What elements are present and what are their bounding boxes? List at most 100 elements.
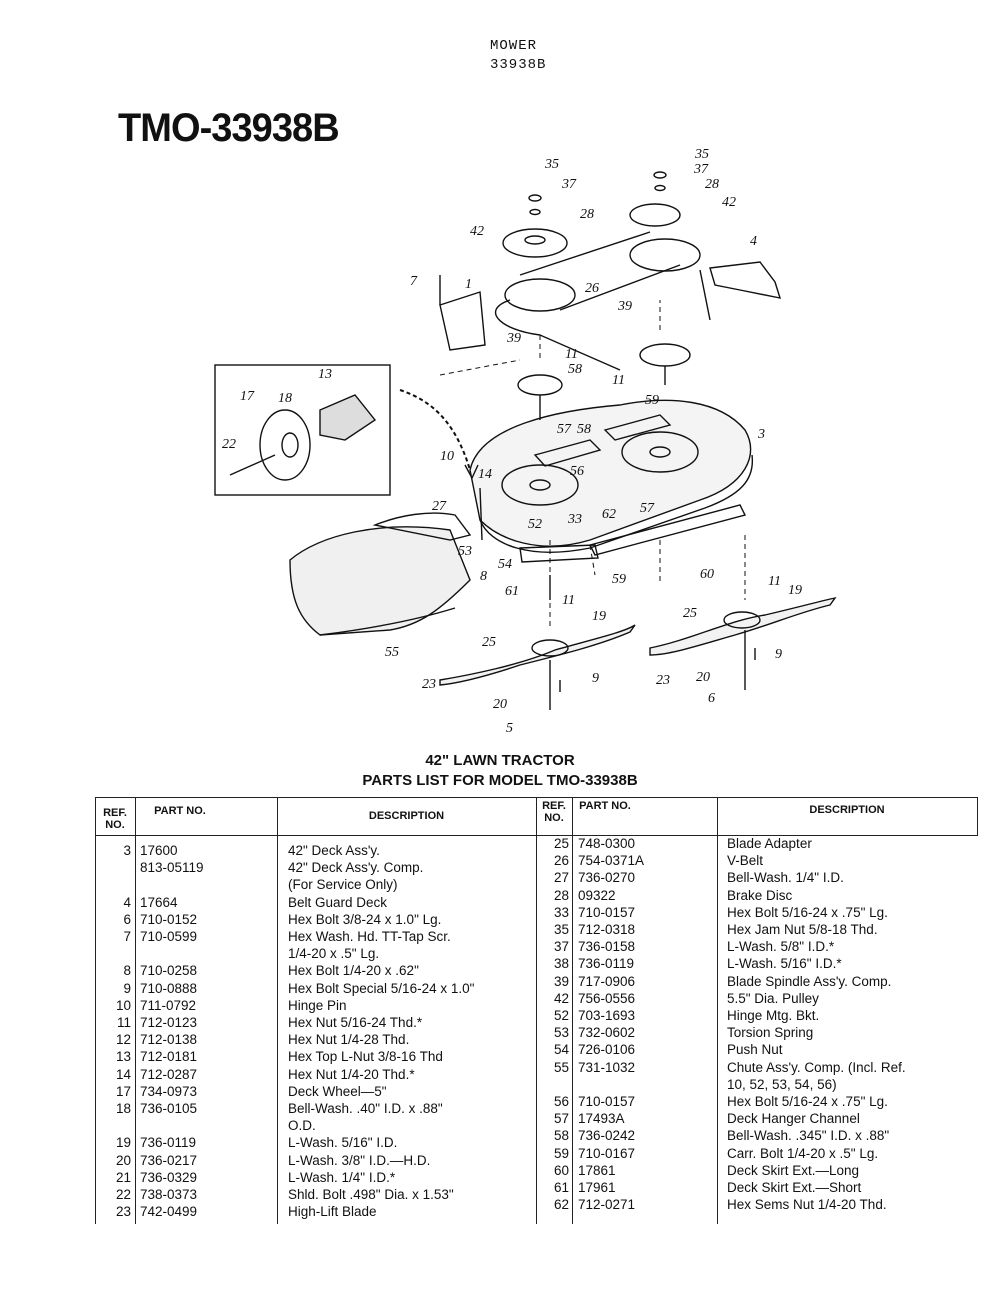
description-cell: Hex Jam Nut 5/8-18 Thd.	[727, 922, 878, 937]
description-cell: Hex Bolt Special 5/16-24 x 1.0"	[288, 980, 475, 996]
description-cell: Deck Skirt Ext.—Short	[727, 1180, 862, 1195]
callout-59-top: 59	[645, 393, 659, 408]
ref-cell: 7	[123, 929, 131, 944]
part-number-cell: 734-0973	[140, 1083, 198, 1099]
description-cell: Hex Nut 1/4-28 Thd.	[288, 1032, 410, 1048]
ref-cell: 17	[115, 1083, 131, 1099]
part-number-cell: 736-0329	[140, 1169, 198, 1185]
table-title-2: PARTS LIST FOR MODEL TMO-33938B	[362, 772, 638, 789]
callout-39-left: 39	[506, 331, 521, 346]
deck-wheel	[259, 409, 311, 481]
description-cell: Hex Bolt 5/16-24 x .75" Lg.	[727, 904, 888, 920]
callout-62: 62	[602, 507, 616, 522]
part-number-cell: 712-0138	[140, 1032, 198, 1048]
callout-11-top: 11	[565, 347, 578, 362]
description-cell: Deck Wheel—5"	[288, 1083, 387, 1099]
callout-14: 14	[478, 467, 492, 482]
callout-3: 3	[757, 427, 765, 442]
callout-26: 26	[585, 281, 599, 296]
left-upper-pulley	[502, 228, 568, 258]
ref-cell: 61	[553, 1180, 569, 1195]
ref-cell: 14	[115, 1066, 131, 1082]
description-cell: High-Lift Blade	[288, 1204, 377, 1220]
description-cell: L-Wash. 5/8" I.D.*	[727, 939, 835, 955]
callout-53: 53	[458, 544, 472, 559]
description-cell: Belt Guard Deck	[288, 894, 388, 910]
ref-cell: 27	[553, 870, 569, 886]
header-line-2: 33938B	[490, 57, 547, 73]
callout-8: 8	[480, 569, 487, 584]
callout-28: 28	[580, 207, 594, 222]
description-cell: Bell-Wash. .345" I.D. x .88"	[727, 1128, 890, 1144]
callout-57-bottom: 57	[640, 501, 655, 516]
deck-left-spindle-area	[501, 464, 579, 506]
description-cell: 5.5" Dia. Pulley	[727, 990, 819, 1006]
part-number-cell: 09322	[578, 887, 616, 903]
col-header-part-left: PART NO.	[154, 805, 206, 817]
part-number-cell: 732-0602	[578, 1025, 636, 1041]
callout-35: 35	[544, 157, 559, 172]
table-row: 1/4-20 x .5" Lg.	[95, 945, 978, 962]
part-number-cell: 712-0123	[140, 1015, 198, 1030]
callout-17: 17	[240, 389, 255, 404]
header-line-1: MOWER	[490, 38, 538, 54]
description-cell: Blade Adapter	[727, 836, 812, 851]
callout-19-left: 19	[592, 609, 606, 624]
callout-5: 5	[506, 721, 513, 736]
description-cell: Hex Nut 1/4-20 Thd.*	[288, 1066, 415, 1082]
description-cell: 42" Deck Ass'y.	[288, 843, 380, 858]
deck-right-spindle-area	[621, 431, 699, 473]
part-number-cell: 748-0300	[578, 836, 636, 851]
col-header-ref-right: REF. NO.	[542, 800, 566, 824]
callout-35-right: 35	[694, 147, 709, 162]
callout-11-lower: 11	[562, 593, 575, 608]
right-lower-pulley	[629, 238, 701, 272]
ref-cell: 11	[116, 1015, 131, 1030]
deck-skirt-short	[519, 544, 599, 563]
callout-13: 13	[318, 367, 332, 382]
col-header-part-right: PART NO.	[579, 800, 631, 812]
callout-57-top: 57	[557, 422, 572, 437]
ref-cell: 18	[115, 1101, 131, 1116]
callout-58-mid: 58	[577, 422, 591, 437]
description-cell: O.D.	[288, 1118, 316, 1134]
callout-11-right: 11	[768, 574, 781, 589]
description-cell: L-Wash. 5/16" I.D.	[288, 1135, 398, 1151]
ref-cell: 13	[115, 1049, 131, 1065]
left-lower-pulley	[504, 278, 576, 312]
callout-19-right: 19	[788, 583, 802, 598]
description-cell: 1/4-20 x .5" Lg.	[288, 946, 380, 962]
table-title-1: 42" LAWN TRACTOR	[425, 752, 575, 769]
callout-56: 56	[570, 464, 584, 479]
part-number-cell: 710-0167	[578, 1145, 636, 1161]
callout-60: 60	[700, 567, 714, 582]
mower-deck-housing	[469, 399, 752, 547]
ref-cell: 39	[553, 973, 569, 989]
callout-23-left: 23	[422, 677, 436, 692]
description-cell: Carr. Bolt 1/4-20 x .5" Lg.	[727, 1145, 879, 1161]
callout-9-left: 9	[592, 671, 599, 686]
description-cell: Push Nut	[727, 1042, 783, 1058]
part-number-cell: 710-0888	[140, 980, 198, 996]
table-row: (For Service Only)	[95, 876, 978, 893]
part-number-cell: 712-0271	[578, 1197, 636, 1213]
description-cell: Bell-Wash. .40" I.D. x .88"	[288, 1101, 443, 1116]
description-cell: Shld. Bolt .498" Dia. x 1.53"	[288, 1187, 454, 1202]
callout-52: 52	[528, 517, 542, 532]
description-cell: Brake Disc	[727, 887, 793, 903]
ref-cell: 20	[115, 1152, 131, 1168]
